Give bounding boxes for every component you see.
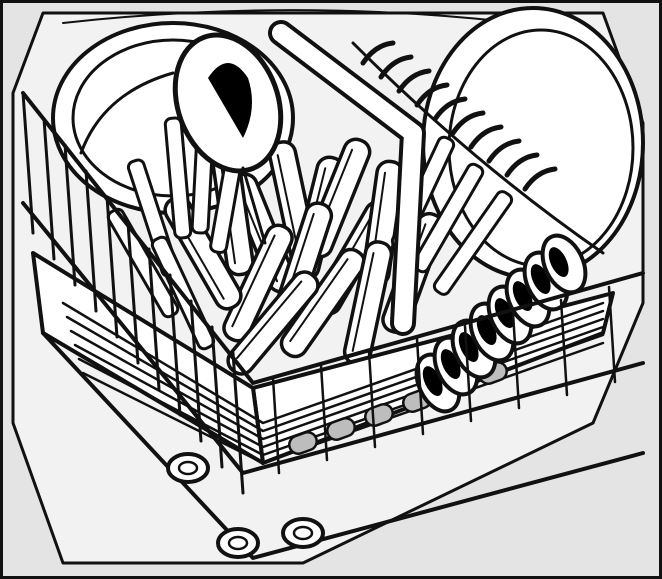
rack-wire-vertical	[126, 221, 140, 365]
rack-wire-vertical	[42, 117, 56, 261]
rack-tine	[414, 82, 450, 108]
rack-rail-back	[351, 41, 605, 255]
basket-slot	[326, 417, 356, 441]
rack-tine	[504, 152, 540, 178]
rack-wire-front	[463, 324, 473, 423]
knife-handle	[222, 223, 294, 343]
knife-handle-highlight	[289, 258, 349, 343]
basket-handle-fill	[272, 24, 422, 332]
rack-tine	[450, 110, 486, 136]
fork-handle-body	[163, 116, 193, 240]
rack-back-group	[351, 40, 605, 255]
rack-wheel-hub	[177, 460, 199, 476]
knife-handle-highlight	[231, 234, 276, 328]
rack-wire-vertical	[147, 247, 161, 391]
fork-handle	[163, 116, 193, 240]
rack-tine	[360, 40, 396, 66]
rack-wire-front	[271, 376, 281, 475]
rack-wheel	[281, 517, 325, 549]
rack-front-group	[21, 91, 645, 560]
rack-tine	[522, 166, 558, 192]
rack-rail-bottom	[41, 331, 645, 560]
rack-wheel-hub	[292, 525, 314, 541]
knife-handle-body	[222, 223, 294, 343]
fork-handle	[432, 190, 514, 296]
rack-wire-vertical	[210, 325, 224, 469]
rack-tine	[432, 96, 468, 122]
rack-wire-vertical	[105, 195, 119, 339]
rack-wire-front	[367, 350, 377, 449]
rack-tine	[468, 124, 504, 150]
spoon	[540, 233, 588, 295]
knife-handle-highlight	[351, 252, 375, 352]
serving-spoon-shine	[208, 63, 252, 138]
rack-wire-vertical	[168, 273, 182, 417]
rack-wheel-hub	[227, 535, 249, 551]
rack-wire-front	[607, 285, 617, 384]
rack-tine	[486, 138, 522, 164]
knife-handle-highlight	[276, 154, 300, 254]
cutlery-group	[106, 32, 514, 376]
rack-wire-front	[511, 311, 521, 410]
rack-wire-vertical	[189, 299, 203, 443]
spoons-group	[414, 233, 588, 414]
rack-wire-vertical	[21, 91, 35, 235]
plate-rear-right	[421, 6, 645, 280]
rack-wheel	[166, 452, 210, 484]
fork-handle-body	[432, 190, 514, 296]
rack-wire-vertical	[231, 351, 245, 495]
rack-wire-front	[319, 363, 329, 462]
spoon-shine	[548, 247, 569, 277]
plate-rear-left-shade	[79, 71, 175, 155]
knife-handle-highlight	[236, 280, 303, 360]
rack-wire-vertical	[84, 169, 98, 313]
serving-spoon-neck	[241, 166, 267, 245]
rack-wire-front	[415, 337, 425, 436]
basket-slot	[288, 431, 318, 455]
cutlery-basket-icon	[11, 6, 645, 565]
rack-wire-front	[559, 298, 569, 397]
rack-wheel	[216, 527, 260, 559]
rack-rail-top	[21, 91, 645, 385]
rack-wire-vertical	[63, 143, 77, 287]
